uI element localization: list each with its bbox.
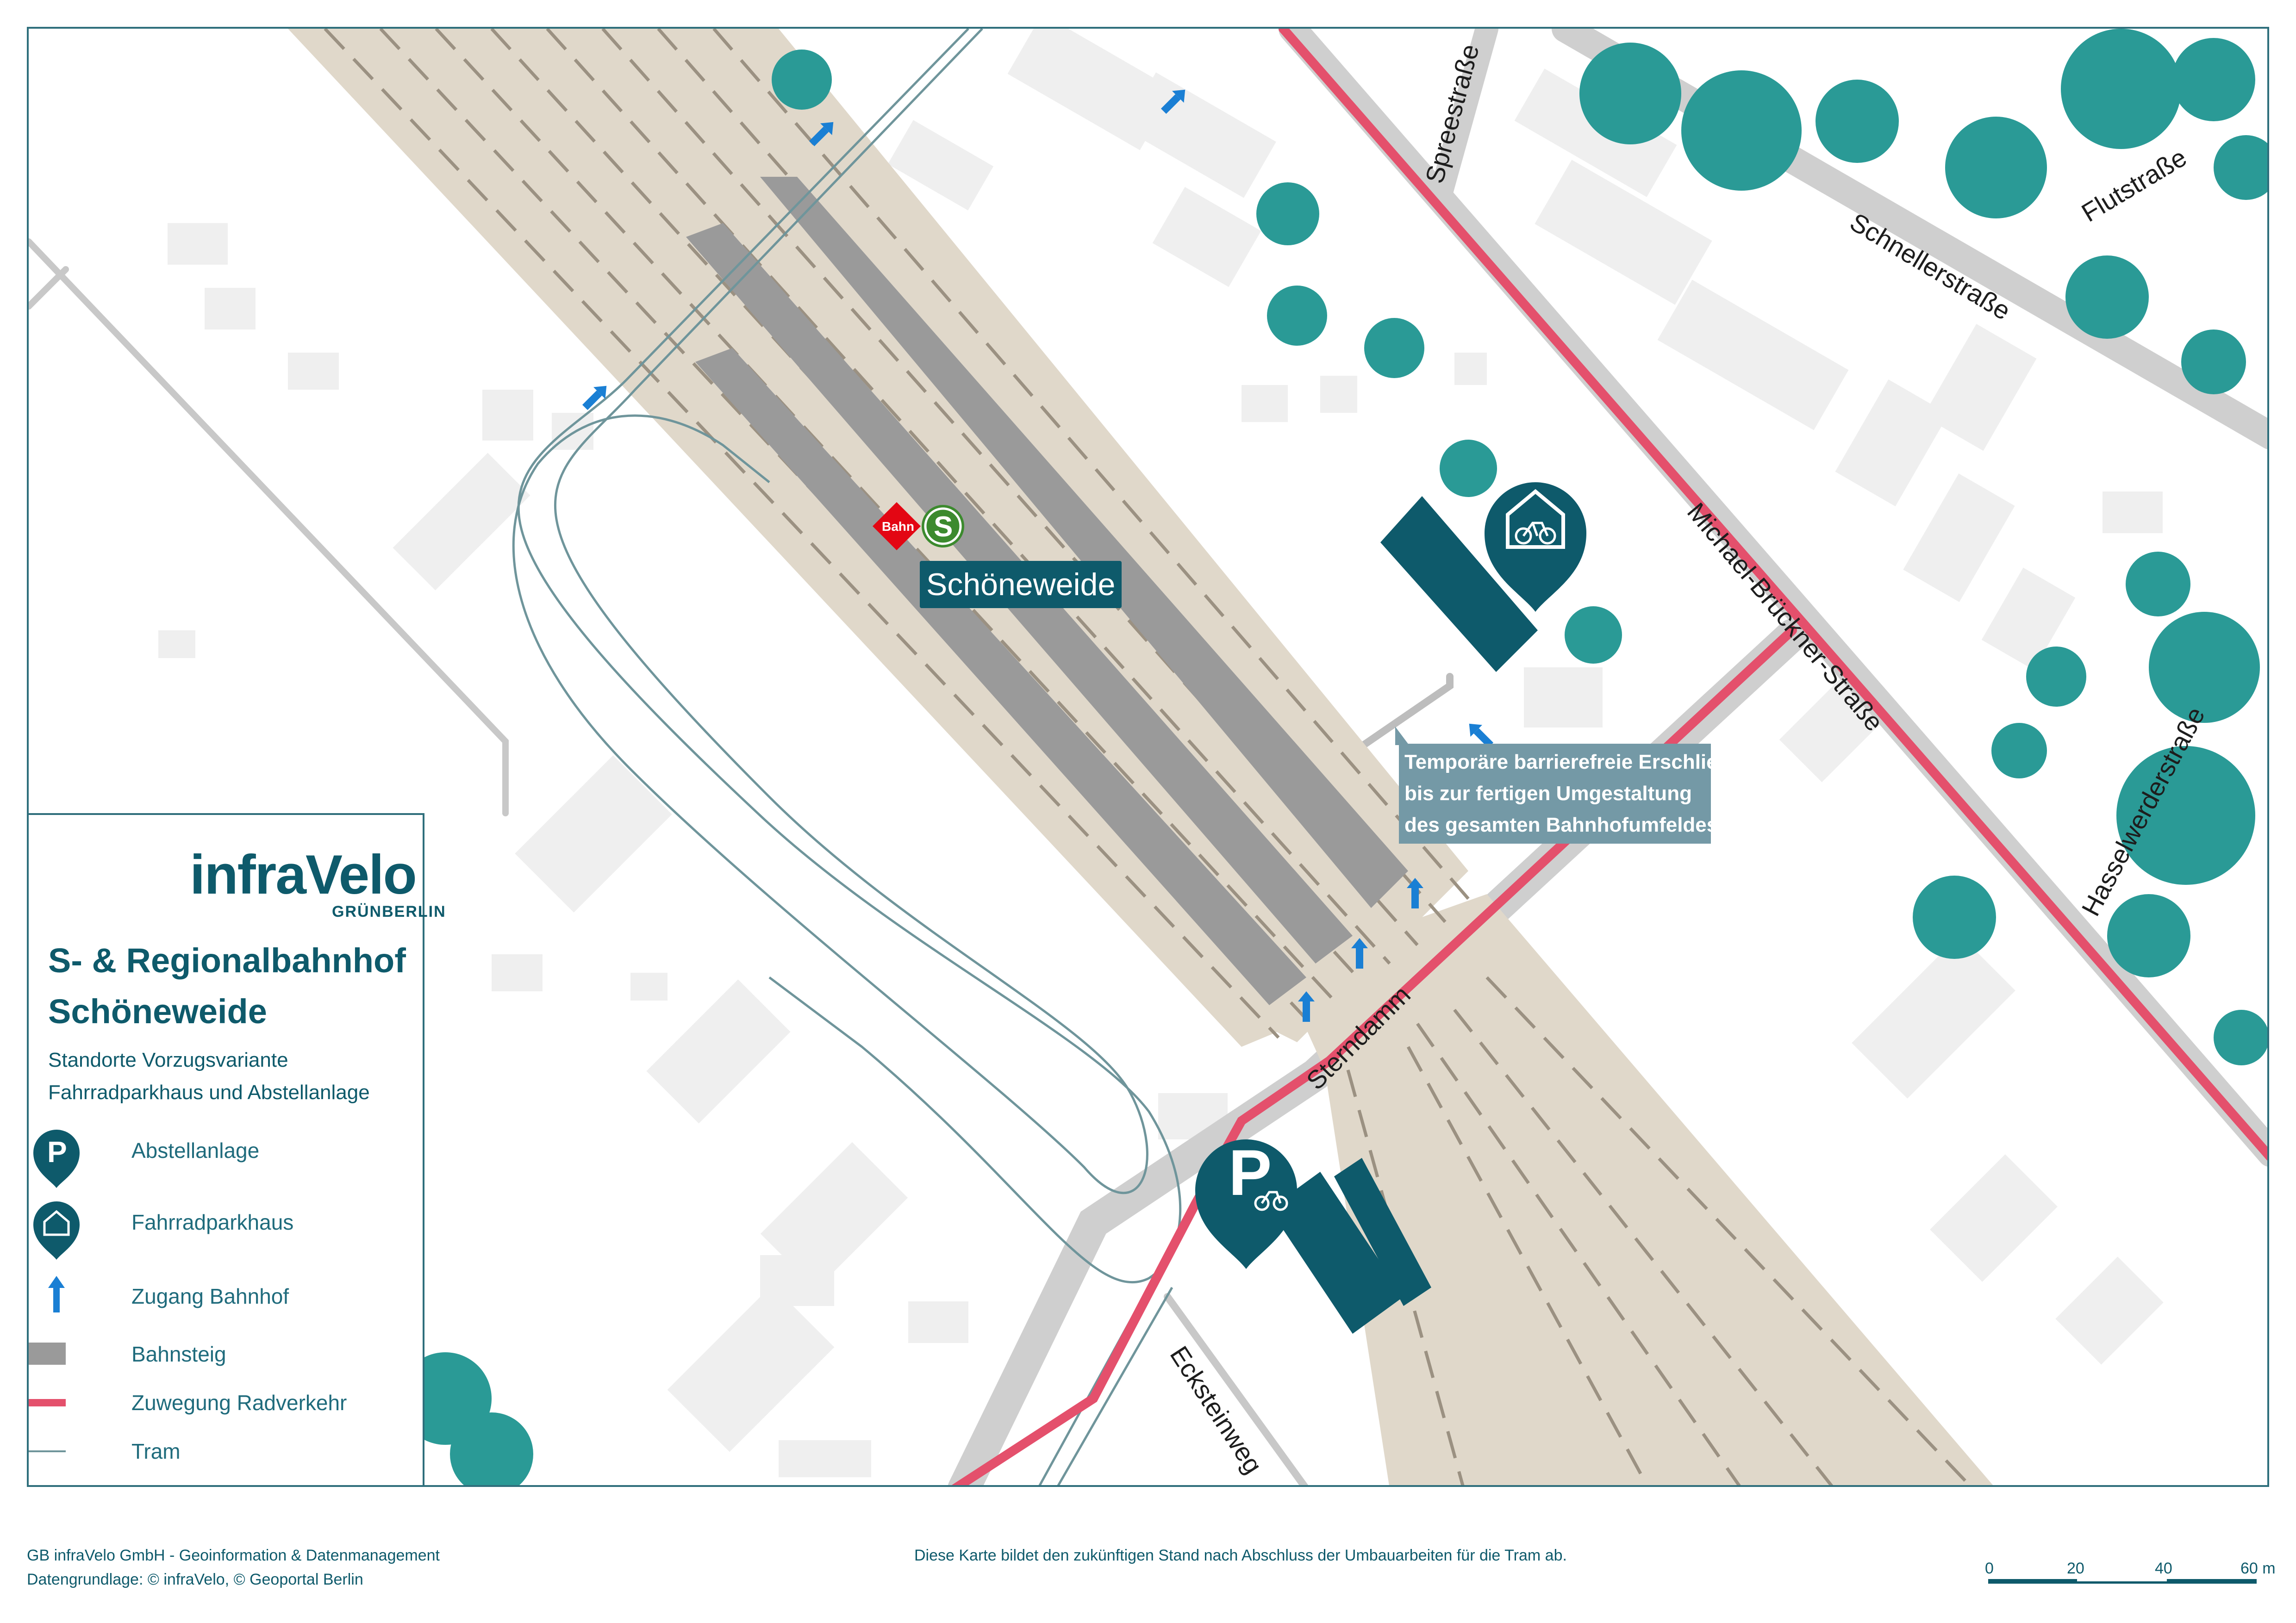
legend-title-line-1: S- & Regionalbahnhof	[48, 941, 406, 980]
footer-org: GB infraVelo GmbH - Geoinformation & Dat…	[27, 1547, 440, 1564]
bike-route-line	[29, 1399, 66, 1406]
scale-bar	[1988, 1579, 2257, 1584]
scale-label-40: 40	[2155, 1560, 2172, 1577]
bike-garage-pin	[1485, 482, 1586, 612]
infravelo-logo: infraVelo	[190, 844, 417, 906]
footer-note: Diese Karte bildet den zukünftigen Stand…	[914, 1547, 1567, 1564]
sbahn-logo: S	[922, 505, 964, 547]
legend-item-fahrradparkhaus: Fahrradparkhaus	[29, 1197, 424, 1260]
legend-item-bahnsteig: Bahnsteig	[29, 1329, 424, 1380]
tram-lines	[512, 29, 1182, 1485]
map-frame: P Bahn S Schöneweide Temporäre barrieref…	[27, 27, 2269, 1487]
note-line-1: Temporäre barrierefreie Erschließung	[1404, 751, 1768, 773]
note-line-2: bis zur fertigen Umgestaltung	[1404, 782, 1692, 805]
bike-parking-pin: P	[1195, 1136, 1297, 1269]
legend-subtitle-line-1: Standorte Vorzugsvariante	[48, 1049, 288, 1071]
bike-parking-pin-icon: P	[33, 1130, 80, 1188]
access-arrow-icon	[48, 1276, 65, 1312]
legend-label-tram: Tram	[131, 1439, 181, 1463]
note-tail	[1395, 727, 1409, 745]
legend-panel: infraVelo GRÜNBERLIN S- & Regionalbahnho…	[29, 813, 445, 1485]
temporary-access-note: Temporäre barrierefreie Erschließung bis…	[1399, 744, 1768, 844]
tram-line	[29, 1450, 66, 1452]
legend-item-zuwegung: Zuwegung Radverkehr	[29, 1377, 424, 1428]
legend-subtitle-line-2: Fahrradparkhaus und Abstellanlage	[48, 1081, 370, 1104]
legend-item-tram: Tram	[29, 1426, 424, 1477]
bike-garage-pin-icon	[33, 1201, 80, 1260]
buildings	[158, 29, 2164, 1477]
sbahn-logo-text: S	[934, 511, 953, 543]
legend-subtitle: Standorte Vorzugsvariante Fahrradparkhau…	[48, 1044, 370, 1109]
svg-text:P: P	[47, 1135, 67, 1169]
legend-label-bahnsteig: Bahnsteig	[131, 1342, 226, 1366]
platform-swatch	[29, 1343, 66, 1365]
legend-label-fahrradparkhaus: Fahrradparkhaus	[131, 1210, 294, 1234]
scale-label-60: 60 m	[2240, 1560, 2276, 1577]
db-logo: Bahn	[873, 502, 921, 550]
legend-item-abstellanlage: P Abstellanlage	[29, 1125, 424, 1188]
legend-label-abstellanlage: Abstellanlage	[131, 1138, 260, 1163]
footer-credits: GB infraVelo GmbH - Geoinformation & Dat…	[27, 1543, 440, 1592]
legend-item-zugang: Zugang Bahnhof	[29, 1271, 424, 1322]
station-label: Schöneweide	[920, 561, 1122, 608]
legend-label-zugang: Zugang Bahnhof	[131, 1284, 289, 1308]
access-arrows	[582, 89, 1494, 1022]
note-line-3: des gesamten Bahnhofumfeldes	[1404, 814, 1718, 836]
db-logo-text: Bahn	[882, 519, 914, 534]
scale-label-0: 0	[1985, 1560, 1994, 1577]
scale-label-20: 20	[2067, 1560, 2084, 1577]
bike-facility-blocks	[1269, 496, 1538, 1334]
footer-source: Datengrundlage: © infraVelo, © Geoportal…	[27, 1571, 363, 1588]
legend-label-zuwegung: Zuwegung Radverkehr	[131, 1391, 347, 1415]
legend-title-line-2: Schöneweide	[48, 992, 267, 1031]
infravelo-logo-subtext: GRÜNBERLIN	[332, 903, 446, 920]
legend-title: S- & Regionalbahnhof Schöneweide	[48, 935, 406, 1037]
